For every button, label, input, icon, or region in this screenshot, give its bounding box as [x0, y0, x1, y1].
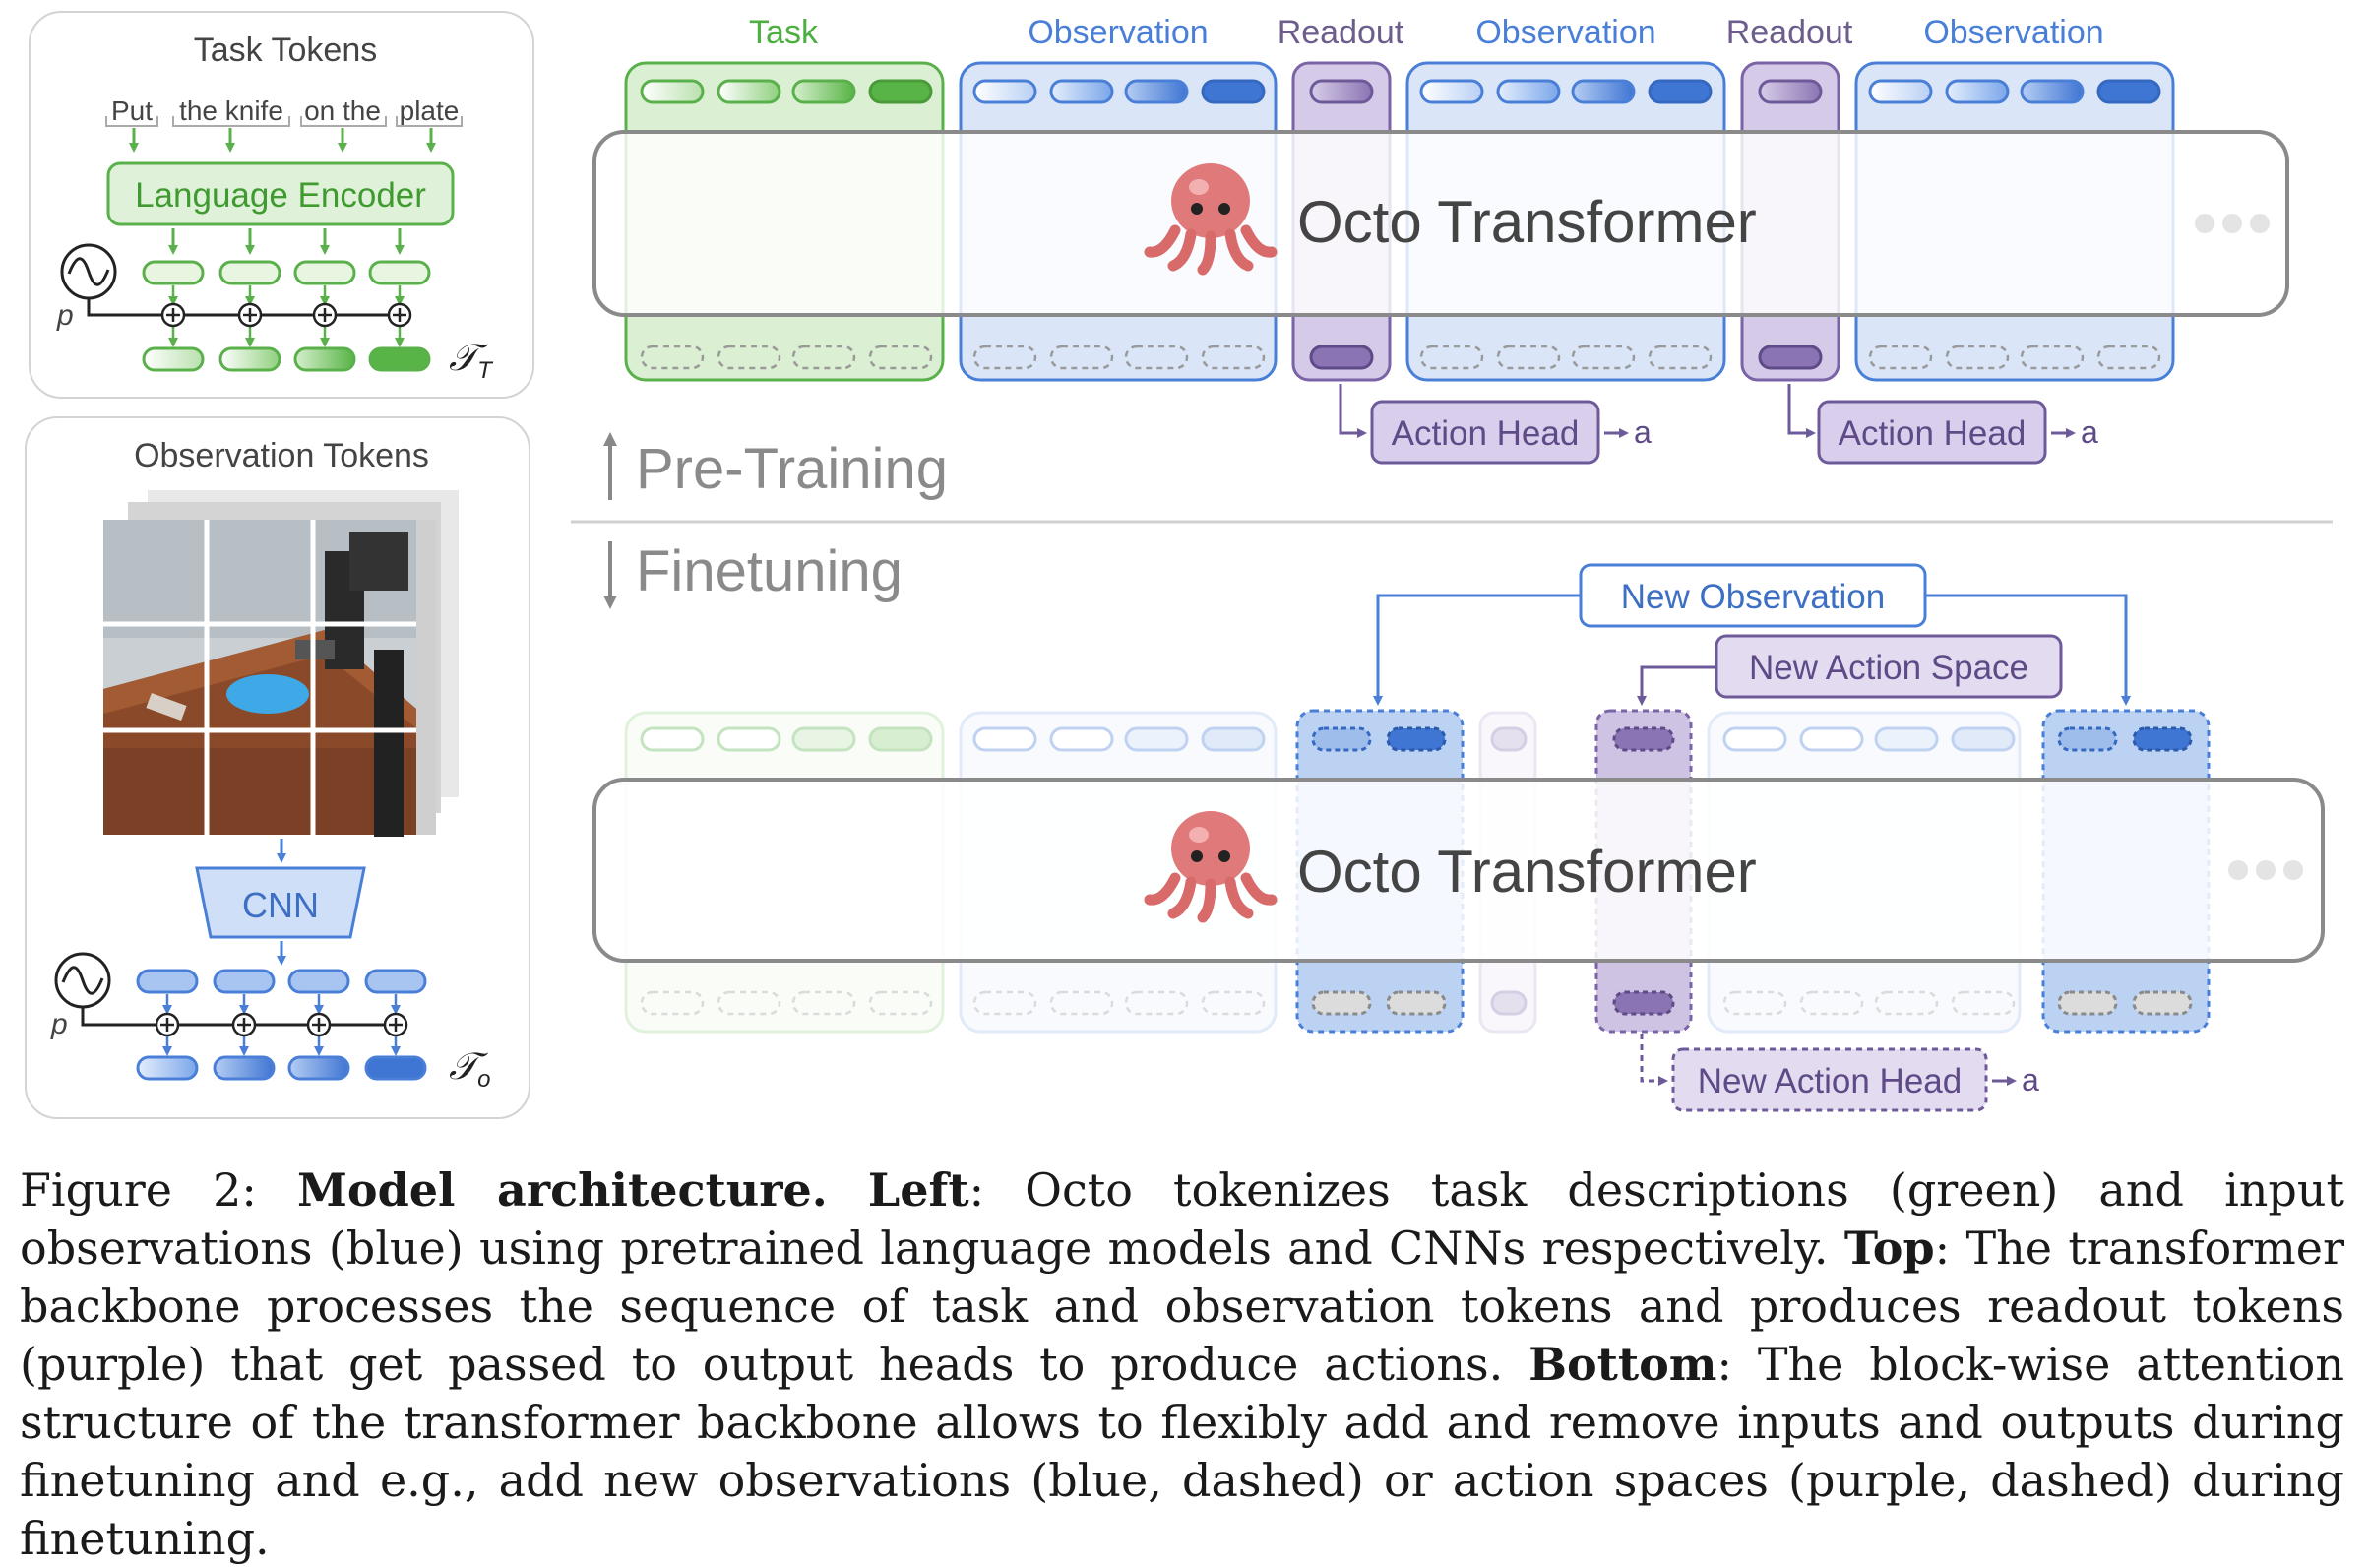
caption-bottom-label: Bottom: [1528, 1338, 1717, 1391]
observation-token-symbol: 𝒯o: [449, 1046, 490, 1093]
octo-transformer-box: [592, 778, 2325, 963]
task-words: Put the knife on the plate: [105, 95, 463, 127]
octopus-icon: [1144, 811, 1278, 923]
new-action-space-label: New Action Space: [1749, 649, 2028, 687]
pre-pos-tokens: [142, 260, 431, 285]
positional-label: p: [56, 299, 74, 332]
octo-transformer-label: Octo Transformer: [1297, 189, 1757, 255]
task-word: on the: [304, 95, 381, 126]
ellipsis-icon: [2195, 214, 2270, 233]
octo-transformer-box: [592, 130, 2289, 317]
octo-transformer-label: Octo Transformer: [1297, 839, 1757, 905]
column-label-observation: Observation: [1923, 14, 2103, 51]
caption-top-label: Top: [1843, 1222, 1935, 1275]
task-token-row: [142, 346, 431, 372]
cnn-box: [195, 866, 366, 939]
column-label-readout: Readout: [1726, 14, 1853, 51]
figure-label: Figure 2:: [20, 1163, 257, 1217]
observation-tokens-panel: Observation Tokens CNN: [25, 416, 530, 1119]
ellipsis-icon: [2228, 860, 2303, 880]
finetuning-section: Finetuning: [592, 539, 2325, 1112]
new-action-head-box: [1671, 1047, 1988, 1112]
cnn-label: CNN: [242, 885, 319, 925]
action-head-box: [1817, 400, 2047, 465]
task-tokens-panel: Task Tokens Put the knife on the plate L…: [29, 11, 534, 399]
readout-output-token: [1758, 345, 1823, 370]
caption-bottom-text: : The block-wise attention structure of …: [20, 1338, 2344, 1565]
caption-left-text: : Octo tokenizes task descriptions (gree…: [20, 1163, 2344, 1275]
octopus-icon: [1144, 163, 1278, 276]
action-head-box: [1370, 400, 1600, 465]
action-head-label: Action Head: [1839, 414, 2027, 453]
caption-title: Model architecture.: [297, 1163, 828, 1217]
positional-label: p: [50, 1008, 68, 1040]
observation-image: [103, 520, 436, 837]
pretraining-section: Task Observation Readout Observation Rea…: [592, 14, 2289, 501]
new-observation-label: New Observation: [1621, 578, 1885, 616]
new-action-head-label: New Action Head: [1698, 1062, 1962, 1100]
task-tokens-title: Task Tokens: [194, 31, 377, 69]
language-encoder-label: Language Encoder: [135, 176, 426, 215]
action-output-label: a: [2081, 414, 2098, 450]
language-encoder-box: [106, 161, 455, 226]
pre-pos-obs-tokens: [136, 969, 427, 994]
architecture-diagram: Task Tokens Put the knife on the plate L…: [25, 11, 2333, 1119]
column-label-observation: Observation: [1028, 14, 1208, 51]
column-label-observation: Observation: [1475, 14, 1655, 51]
action-output-label: a: [1634, 414, 1652, 450]
readout-output-token: [1309, 345, 1374, 370]
column-label-readout: Readout: [1278, 14, 1404, 51]
observation-token-row: [136, 1055, 427, 1081]
top-output-tokens: [640, 345, 2161, 370]
figure-caption: Figure 2: Model architecture. Left: Octo…: [20, 1161, 2344, 1568]
action-output-label: a: [2022, 1062, 2039, 1098]
task-word: the knife: [179, 95, 283, 126]
action-head-label: Action Head: [1392, 414, 1580, 453]
column-label-task: Task: [749, 14, 819, 51]
task-word: plate: [400, 95, 460, 126]
task-word: Put: [111, 95, 153, 126]
top-input-tokens: [640, 79, 2161, 104]
finetuning-label: Finetuning: [636, 539, 903, 603]
caption-left-label: Left: [867, 1163, 969, 1217]
observation-tokens-title: Observation Tokens: [134, 437, 429, 474]
pretraining-label: Pre-Training: [636, 437, 948, 501]
caption-top-text: : The transformer backbone processes the…: [20, 1222, 2344, 1391]
